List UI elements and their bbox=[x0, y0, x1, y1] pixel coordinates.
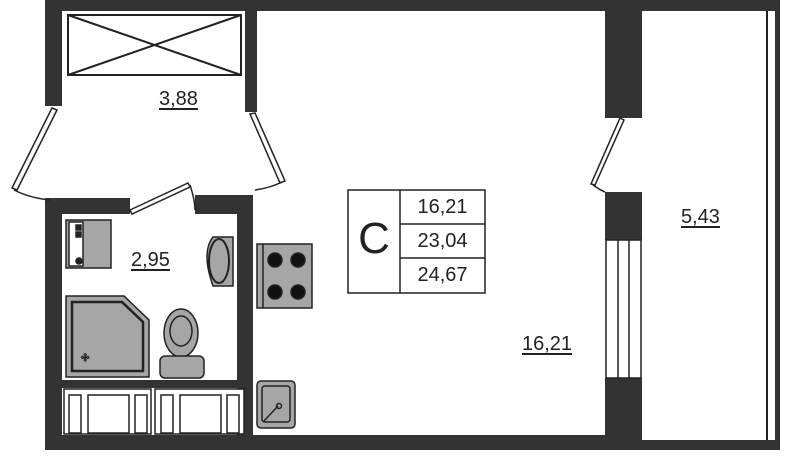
washing-machine bbox=[65, 219, 112, 269]
toilet bbox=[159, 308, 205, 379]
living-area-value: 16,21 bbox=[417, 196, 468, 218]
shower-tray: ✣ bbox=[65, 295, 150, 378]
svg-text:✣: ✣ bbox=[81, 353, 89, 364]
kitchen-sink bbox=[256, 380, 296, 429]
apartment-type-label: С bbox=[358, 214, 390, 263]
bathroom-area-label: 2,95 bbox=[131, 249, 170, 271]
doors bbox=[10, 107, 625, 215]
main-room-area-label: 16,21 bbox=[522, 333, 573, 355]
total-area-value: 23,04 bbox=[417, 230, 468, 252]
stove bbox=[256, 243, 313, 309]
hallway-area-label: 3,88 bbox=[159, 88, 198, 110]
total-with-loggia-value: 24,67 bbox=[417, 264, 468, 286]
window bbox=[605, 239, 642, 379]
wardrobes bbox=[63, 388, 245, 435]
walls bbox=[45, 0, 780, 450]
washbasin bbox=[206, 236, 234, 287]
legend-box bbox=[347, 189, 486, 294]
ventilation-shaft bbox=[67, 14, 242, 76]
loggia-area-label: 5,43 bbox=[681, 206, 720, 228]
